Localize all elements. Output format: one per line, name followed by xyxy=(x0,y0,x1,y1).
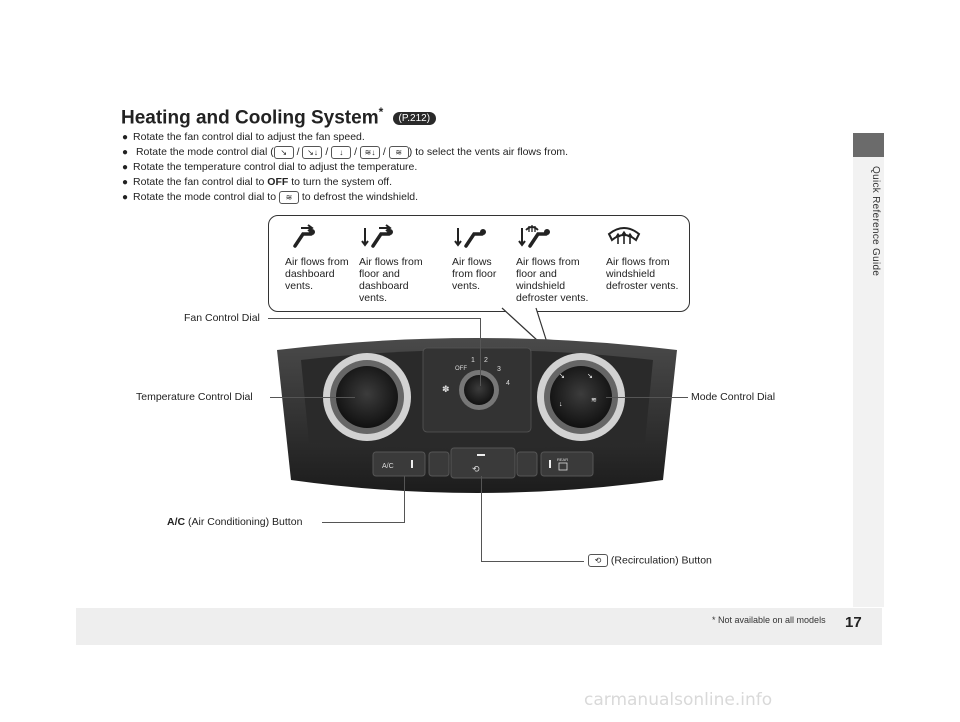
recirculation-button[interactable] xyxy=(450,447,516,479)
dashboard-vent-icon: ↘ xyxy=(273,145,294,159)
mode-item-floor-defrost: Air flows from floor and windshield defr… xyxy=(516,222,600,304)
ac-rest-text: (Air Conditioning) Button xyxy=(185,516,303,528)
floor-dashboard-vent-icon xyxy=(361,224,393,248)
floor-vent-icon: ↓ xyxy=(559,401,563,408)
fan-speed-1: 1 xyxy=(471,357,475,364)
bullet-text: Rotate the mode control dial ( xyxy=(135,146,274,158)
list-item: Rotate the fan control dial to OFF to tu… xyxy=(122,175,568,190)
mode-callout-line xyxy=(606,397,688,398)
mode-label: Air flows from floor vents. xyxy=(452,256,497,292)
fan-control-dial xyxy=(464,375,494,405)
blank-button xyxy=(428,451,450,477)
mode-item-defrost: Air flows from windshield defroster vent… xyxy=(606,222,686,292)
ac-button-label: A/C (Air Conditioning) Button xyxy=(167,516,302,528)
title-star: * xyxy=(378,105,384,119)
dashboard-vent-icon xyxy=(293,224,315,248)
fan-callout-line xyxy=(480,318,481,386)
defrost-vent-icon: ≋ xyxy=(278,190,299,204)
ac-indicator xyxy=(411,460,413,468)
ac-button-label: A/C xyxy=(382,463,394,470)
side-tab-label: Quick Reference Guide xyxy=(870,166,881,277)
defrost-vent-icon: ≋ xyxy=(591,397,597,404)
temperature-control-dial xyxy=(336,366,398,428)
floor-vent-icon: ↓ xyxy=(331,145,352,159)
fan-off-label: OFF xyxy=(455,366,467,372)
floor-dashboard-vent-icon: ↘ xyxy=(587,373,593,380)
recirculation-button-label: ⟲ (Recirculation) Button xyxy=(588,554,712,567)
mode-label: Air flows from dashboard vents. xyxy=(285,256,349,292)
side-tab-marker xyxy=(853,133,884,157)
floor-defrost-vent-icon xyxy=(518,225,550,248)
footer-band xyxy=(76,608,882,645)
instruction-list: Rotate the fan control dial to adjust th… xyxy=(122,130,568,205)
bullet-text: ) to select the vents air flows from. xyxy=(408,146,569,158)
list-item: Rotate the mode control dial to ≋ to def… xyxy=(122,190,568,205)
mode-label: Air flows from windshield defroster vent… xyxy=(606,256,679,292)
mode-control-dial-label: Mode Control Dial xyxy=(691,391,776,403)
ac-callout-line xyxy=(404,476,405,522)
blank-button xyxy=(516,451,538,477)
floor-dashboard-vent-icon: ↘↓ xyxy=(302,145,323,159)
fan-speed-4: 4 xyxy=(506,380,510,387)
recirculation-icon: ⟲ xyxy=(588,554,608,567)
rear-defrost-label: REAR xyxy=(557,457,568,462)
fan-callout-line xyxy=(268,318,480,319)
mode-control-dial xyxy=(550,366,612,428)
title-text: Heating and Cooling System xyxy=(121,107,379,129)
floor-vent-icon xyxy=(454,228,486,248)
fan-control-dial-label: Fan Control Dial xyxy=(184,312,260,324)
recirc-indicator xyxy=(477,454,485,456)
mode-label: Air flows from floor and windshield defr… xyxy=(516,256,589,304)
recirculation-icon: ⟲ xyxy=(472,464,480,474)
page-reference-link[interactable]: (P.212) xyxy=(392,111,437,125)
bullet-text: Rotate the fan control dial to xyxy=(133,176,268,188)
recirc-callout-line xyxy=(481,476,482,561)
bullet-text: to defrost the windshield. xyxy=(298,191,419,203)
recirc-text: (Recirculation) Button xyxy=(608,554,712,567)
bullet-text: Rotate the fan control dial to adjust th… xyxy=(133,131,365,143)
rear-defrost-indicator xyxy=(549,460,551,468)
bullet-text: Rotate the mode control dial to xyxy=(133,191,279,203)
fan-speed-2: 2 xyxy=(484,357,488,364)
ac-bold-text: A/C xyxy=(167,516,186,528)
dashboard-vent-icon: ↘ xyxy=(559,373,565,380)
bullet-text: Rotate the temperature control dial to a… xyxy=(133,161,418,173)
climate-control-panel: OFF 1 2 3 4 ✽ ↘ ↘ ↓ ≋ A/C ⟲ REAR xyxy=(277,338,677,493)
mode-callout-box: Air flows from dashboard vents. Air flow… xyxy=(268,215,690,312)
list-item: Rotate the fan control dial to adjust th… xyxy=(122,130,568,145)
bullet-text: to turn the system off. xyxy=(288,176,392,188)
side-strip xyxy=(853,157,884,607)
ac-button[interactable] xyxy=(372,451,426,477)
footnote: * Not available on all models xyxy=(712,615,826,625)
temperature-control-dial-label: Temperature Control Dial xyxy=(136,391,253,403)
mode-item-floor-dashboard: Air flows from floor and dashboard vents… xyxy=(359,222,439,304)
floor-defrost-vent-icon: ≋↓ xyxy=(360,145,381,159)
fan-icon: ✽ xyxy=(442,384,450,394)
page-reference-text: P.212 xyxy=(401,112,427,124)
defrost-vent-icon: ≋ xyxy=(388,145,409,159)
watermark-text: carmanualsonline.info xyxy=(584,690,773,710)
mode-item-floor: Air flows from floor vents. xyxy=(452,222,512,292)
ac-callout-line xyxy=(322,522,405,523)
list-item: Rotate the temperature control dial to a… xyxy=(122,160,568,175)
mode-item-dashboard: Air flows from dashboard vents. xyxy=(285,222,355,292)
rear-defrost-icon xyxy=(558,462,568,471)
list-item: Rotate the mode control dial (↘ / ↘↓ / ↓… xyxy=(122,145,568,160)
mode-label: Air flows from floor and dashboard vents… xyxy=(359,256,423,304)
recirc-callout-line xyxy=(481,561,584,562)
defrost-vent-icon xyxy=(607,227,641,244)
page-number: 17 xyxy=(845,614,862,631)
page-title: Heating and Cooling System* (P.212) xyxy=(121,105,437,129)
fan-speed-3: 3 xyxy=(497,366,501,373)
temperature-callout-line xyxy=(270,397,355,398)
off-keyword: OFF xyxy=(267,176,289,188)
